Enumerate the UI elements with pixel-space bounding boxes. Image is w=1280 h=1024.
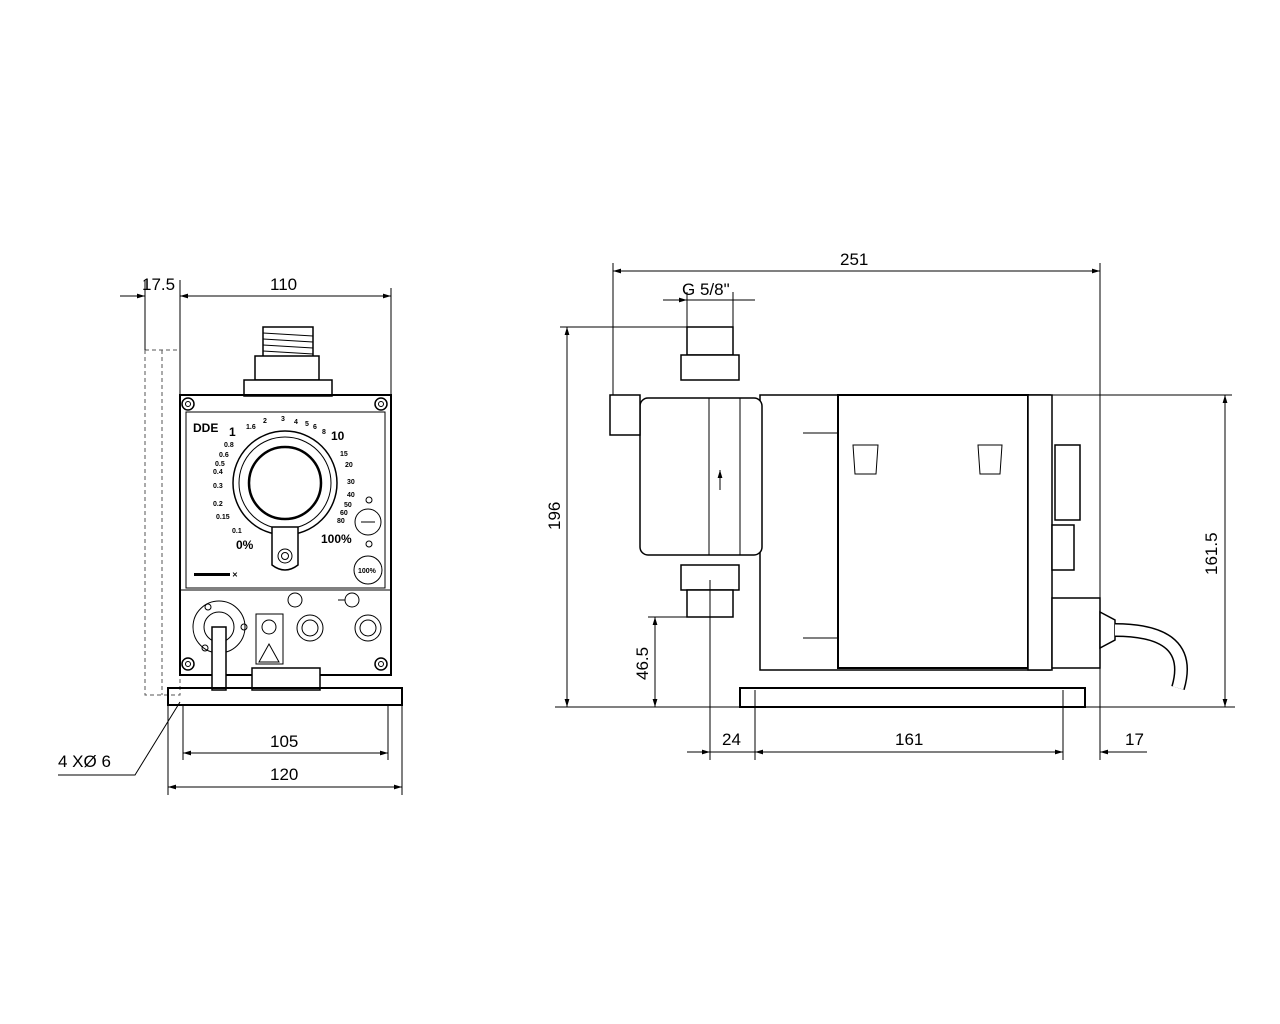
svg-text:100%: 100% [358, 568, 377, 575]
svg-text:0.1: 0.1 [232, 528, 242, 535]
warning-label [255, 613, 284, 665]
svg-text:0.6: 0.6 [219, 452, 229, 459]
svg-text:8: 8 [322, 429, 326, 436]
scale-label: 1 [229, 425, 236, 439]
svg-text:0.3: 0.3 [213, 483, 223, 490]
base-plate-side [739, 687, 1086, 708]
signal-connector-icon [287, 592, 324, 642]
dimension-251: 251 [612, 250, 1101, 760]
svg-text:251: 251 [840, 250, 868, 269]
svg-text:3: 3 [281, 416, 285, 423]
suction-hose-connector [192, 600, 248, 691]
dimension-110: 110 [180, 275, 392, 395]
zero-label: 0% [236, 538, 254, 552]
dimension-120: 120 [167, 705, 403, 795]
scale-top: 1.6 2 3 4 5 6 8 [246, 416, 326, 436]
svg-text:50: 50 [344, 502, 352, 509]
svg-text:✕: ✕ [232, 572, 238, 579]
outlet-nut [254, 355, 320, 381]
front-view: DDE 1 10 0.8 0.6 0.5 0.4 0.3 0.2 0.15 0.… [58, 275, 403, 795]
outlet-valve-thread [686, 326, 734, 356]
stop-start-button[interactable] [354, 496, 382, 548]
scale-left: 0.8 0.6 0.5 0.4 0.3 0.2 0.15 0.1 [213, 442, 242, 535]
motor-housing [759, 394, 1051, 671]
gland-nut [1099, 610, 1116, 650]
vent-valve [609, 394, 641, 436]
svg-text:1.6: 1.6 [246, 424, 256, 431]
svg-text:0.2: 0.2 [213, 501, 223, 508]
dimension-46-5: 46.5 [633, 616, 687, 707]
svg-text:60: 60 [340, 510, 348, 517]
svg-text:4: 4 [294, 419, 298, 426]
rear-cap [1027, 394, 1053, 671]
svg-text:46.5: 46.5 [633, 647, 652, 680]
svg-text:17: 17 [1125, 730, 1144, 749]
svg-text:40: 40 [347, 492, 355, 499]
svg-text:6: 6 [313, 424, 317, 431]
svg-text:196: 196 [545, 502, 564, 530]
svg-text:161.5: 161.5 [1202, 532, 1221, 575]
holes-leader: 4 XØ 6 [58, 701, 181, 776]
thread-lines [262, 332, 314, 355]
dimension-bottom: 24 161 17 [687, 580, 1147, 760]
svg-text:2: 2 [263, 418, 267, 425]
adjustment-knob [1054, 444, 1081, 521]
scale-label: 10 [331, 429, 345, 443]
dimension-thread: G 5/8" [663, 280, 755, 327]
base-plate [167, 687, 403, 706]
outlet-collar [243, 379, 333, 397]
dimension-196: 196 [545, 326, 687, 707]
svg-text:24: 24 [722, 730, 741, 749]
model-label: DDE [193, 421, 218, 435]
svg-text:0.4: 0.4 [213, 469, 223, 476]
svg-text:120: 120 [270, 765, 298, 784]
dimension-105: 105 [182, 705, 389, 760]
svg-text:20: 20 [345, 462, 353, 469]
svg-text:15: 15 [340, 451, 348, 458]
screw-icons [181, 397, 388, 671]
grundfos-logo: ✕ [194, 572, 238, 579]
pump-head [639, 397, 763, 556]
hundred-label: 100% [321, 532, 352, 546]
svg-text:30: 30 [347, 479, 355, 486]
button-100-percent[interactable]: 100% [353, 555, 383, 585]
svg-text:17.5: 17.5 [142, 275, 175, 294]
svg-text:105: 105 [270, 732, 298, 751]
scale-right: 15 20 30 40 50 60 80 [337, 451, 355, 525]
mounting-clip [251, 667, 321, 691]
cable-gland [1051, 597, 1101, 669]
dimension-161-5: 161.5 [1052, 394, 1232, 707]
control-panel [185, 411, 386, 589]
svg-text:5: 5 [305, 421, 309, 428]
svg-text:4 XØ 6: 4 XØ 6 [58, 752, 111, 771]
level-connector-icon [338, 592, 382, 642]
dimension-17-5: 17.5 [120, 275, 181, 395]
svg-text:110: 110 [270, 275, 297, 294]
svg-text:0.15: 0.15 [216, 514, 230, 521]
svg-text:80: 80 [337, 518, 345, 525]
svg-text:0.5: 0.5 [215, 461, 225, 468]
side-cover [1051, 524, 1075, 571]
outlet-valve-nut [680, 354, 740, 381]
stroke-length-dial[interactable] [232, 430, 338, 571]
svg-text:0.8: 0.8 [224, 442, 234, 449]
side-view: 251 G 5/8" 196 46.5 161.5 [545, 250, 1235, 760]
svg-text:161: 161 [895, 730, 923, 749]
svg-text:G 5/8": G 5/8" [682, 280, 730, 299]
vent-slots [803, 432, 1003, 639]
